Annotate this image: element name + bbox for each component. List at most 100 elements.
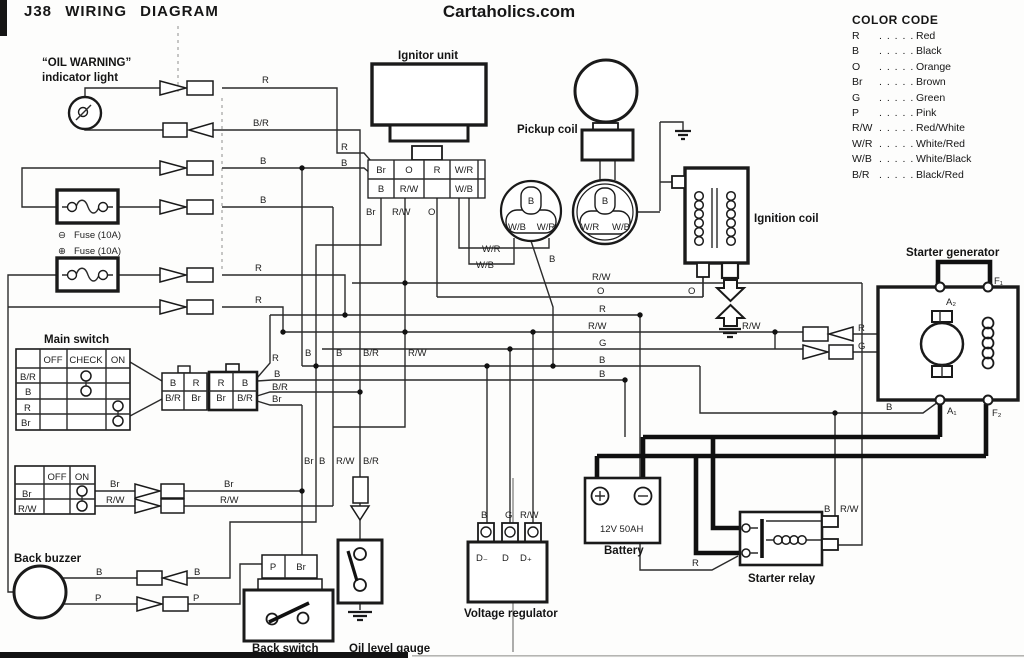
color-code-entry: W/B. . . . . . . . . .White/Black [852, 153, 1014, 168]
component-label: Ignition coil [754, 213, 819, 225]
wire-label: B [305, 348, 311, 359]
color-code-abbrev: O [852, 60, 861, 73]
battery-cables [594, 259, 993, 556]
wire-label: B [599, 355, 605, 366]
wire-label: R [692, 558, 699, 569]
color-code-abbrev: W/B [852, 153, 872, 166]
color-code-name: Red/White [916, 122, 966, 135]
main-switch-connectors [161, 363, 259, 412]
wire-label: Br [272, 394, 282, 405]
color-code-name: Black [916, 45, 942, 58]
color-code-abbrev: W/R [852, 137, 873, 150]
wire-label: R [218, 378, 225, 389]
component-label: Oil level gauge [349, 643, 430, 655]
bullet-connectors [134, 80, 854, 612]
color-code-heading: COLOR CODE [852, 13, 939, 27]
wire-label: Br [110, 479, 120, 490]
fuse-10a-top [55, 188, 120, 225]
component-label: Ignitor unit [398, 50, 458, 62]
wire-label: B [260, 195, 266, 206]
wire-label: B [274, 369, 280, 380]
color-code-abbrev: R/W [852, 122, 873, 135]
wire-label: R [599, 304, 606, 315]
component-label: Starter generator [906, 247, 1000, 259]
spark-arrow-up [714, 303, 747, 327]
wire-label: Br [191, 393, 201, 404]
junction-dots [280, 165, 838, 494]
color-code-name: White/Black [916, 153, 972, 166]
color-code-dots: . . . . . . . . . . [879, 137, 914, 150]
wire-label: O [597, 286, 604, 297]
wire-label: ON [111, 355, 125, 366]
wire-label: B [886, 402, 892, 413]
wire-label: B/R [253, 118, 269, 129]
wire-label: P [193, 593, 199, 604]
color-code-abbrev: R [852, 30, 860, 42]
wire-label: O [428, 207, 435, 218]
wire-label: G [858, 341, 865, 352]
page-title: J38 WIRING DIAGRAM [24, 3, 219, 20]
wire-label: B [528, 196, 534, 207]
component-label: indicator light [42, 72, 118, 84]
wire-label: G [505, 510, 512, 521]
spark-arrow-down [714, 279, 747, 303]
wire-label: W/R [482, 244, 501, 255]
reverse-switch-table [14, 465, 96, 515]
wire-label: B [549, 254, 555, 265]
color-code-entry: B. . . . . . . . . .Black [852, 45, 1014, 60]
starter-relay [738, 510, 839, 567]
color-code-dots: . . . . . . . . . . [879, 168, 914, 181]
wire-label: R [858, 323, 865, 334]
wire-label: Br [376, 165, 386, 176]
wire-label: F₁ [994, 276, 1003, 287]
color-code-entry: Br. . . . . . . . . .Brown [852, 76, 1014, 91]
wire-label: B [824, 504, 830, 515]
wire-label: F₂ [992, 408, 1002, 419]
wire-label: Br [296, 562, 306, 573]
wire-label: B/R [237, 393, 253, 404]
color-code-dots: . . . . . . . . . . [879, 91, 914, 104]
wire-label: ⊕ [58, 246, 66, 257]
component-label: Battery [604, 545, 644, 557]
back-switch [242, 554, 335, 643]
wire-label: CHECK [69, 355, 103, 366]
wire-label: B [260, 156, 266, 167]
component-label: Back switch [252, 643, 318, 655]
wire-label: OFF [44, 355, 63, 366]
wire-label: R [272, 353, 279, 364]
wire-label: R/W [392, 207, 411, 218]
wire-label: R/W [840, 504, 859, 515]
wire-label: W/B [455, 184, 473, 195]
color-code-dots: . . . . . . . . . . [879, 106, 914, 119]
color-code-entry: O. . . . . . . . . .Orange [852, 61, 1014, 76]
wire-label: W/B [476, 260, 494, 271]
wire-label: W/R [581, 222, 600, 233]
wire-label: B [96, 567, 102, 578]
wire-label: Br [304, 456, 314, 467]
wire-label: Br [366, 207, 376, 218]
wire-label: Br [21, 418, 31, 429]
wire-label: ⊖ [58, 230, 66, 241]
color-code-entry: G. . . . . . . . . .Green [852, 92, 1014, 107]
wire-label: B/R [165, 393, 181, 404]
battery [583, 476, 662, 545]
color-code-dots: . . . . . . . . . . [879, 45, 914, 58]
oil-warning-lamp [67, 95, 103, 131]
wire-label: B/R [363, 456, 379, 467]
wire-label: B [336, 348, 342, 359]
wire-label: R/W [588, 321, 607, 332]
wire-label: R/W [408, 348, 427, 359]
wire-label: D₊ [520, 553, 532, 564]
wire-label: R [193, 378, 200, 389]
wire-label: R/W [592, 272, 611, 283]
wire-label: B/R [20, 372, 36, 383]
wire-label: OFF [48, 472, 67, 483]
ignition-coil [671, 166, 750, 327]
color-code-dots: . . . . . . . . . . [879, 60, 914, 73]
wire-label: B [319, 456, 325, 467]
wire-label: G [599, 338, 606, 349]
